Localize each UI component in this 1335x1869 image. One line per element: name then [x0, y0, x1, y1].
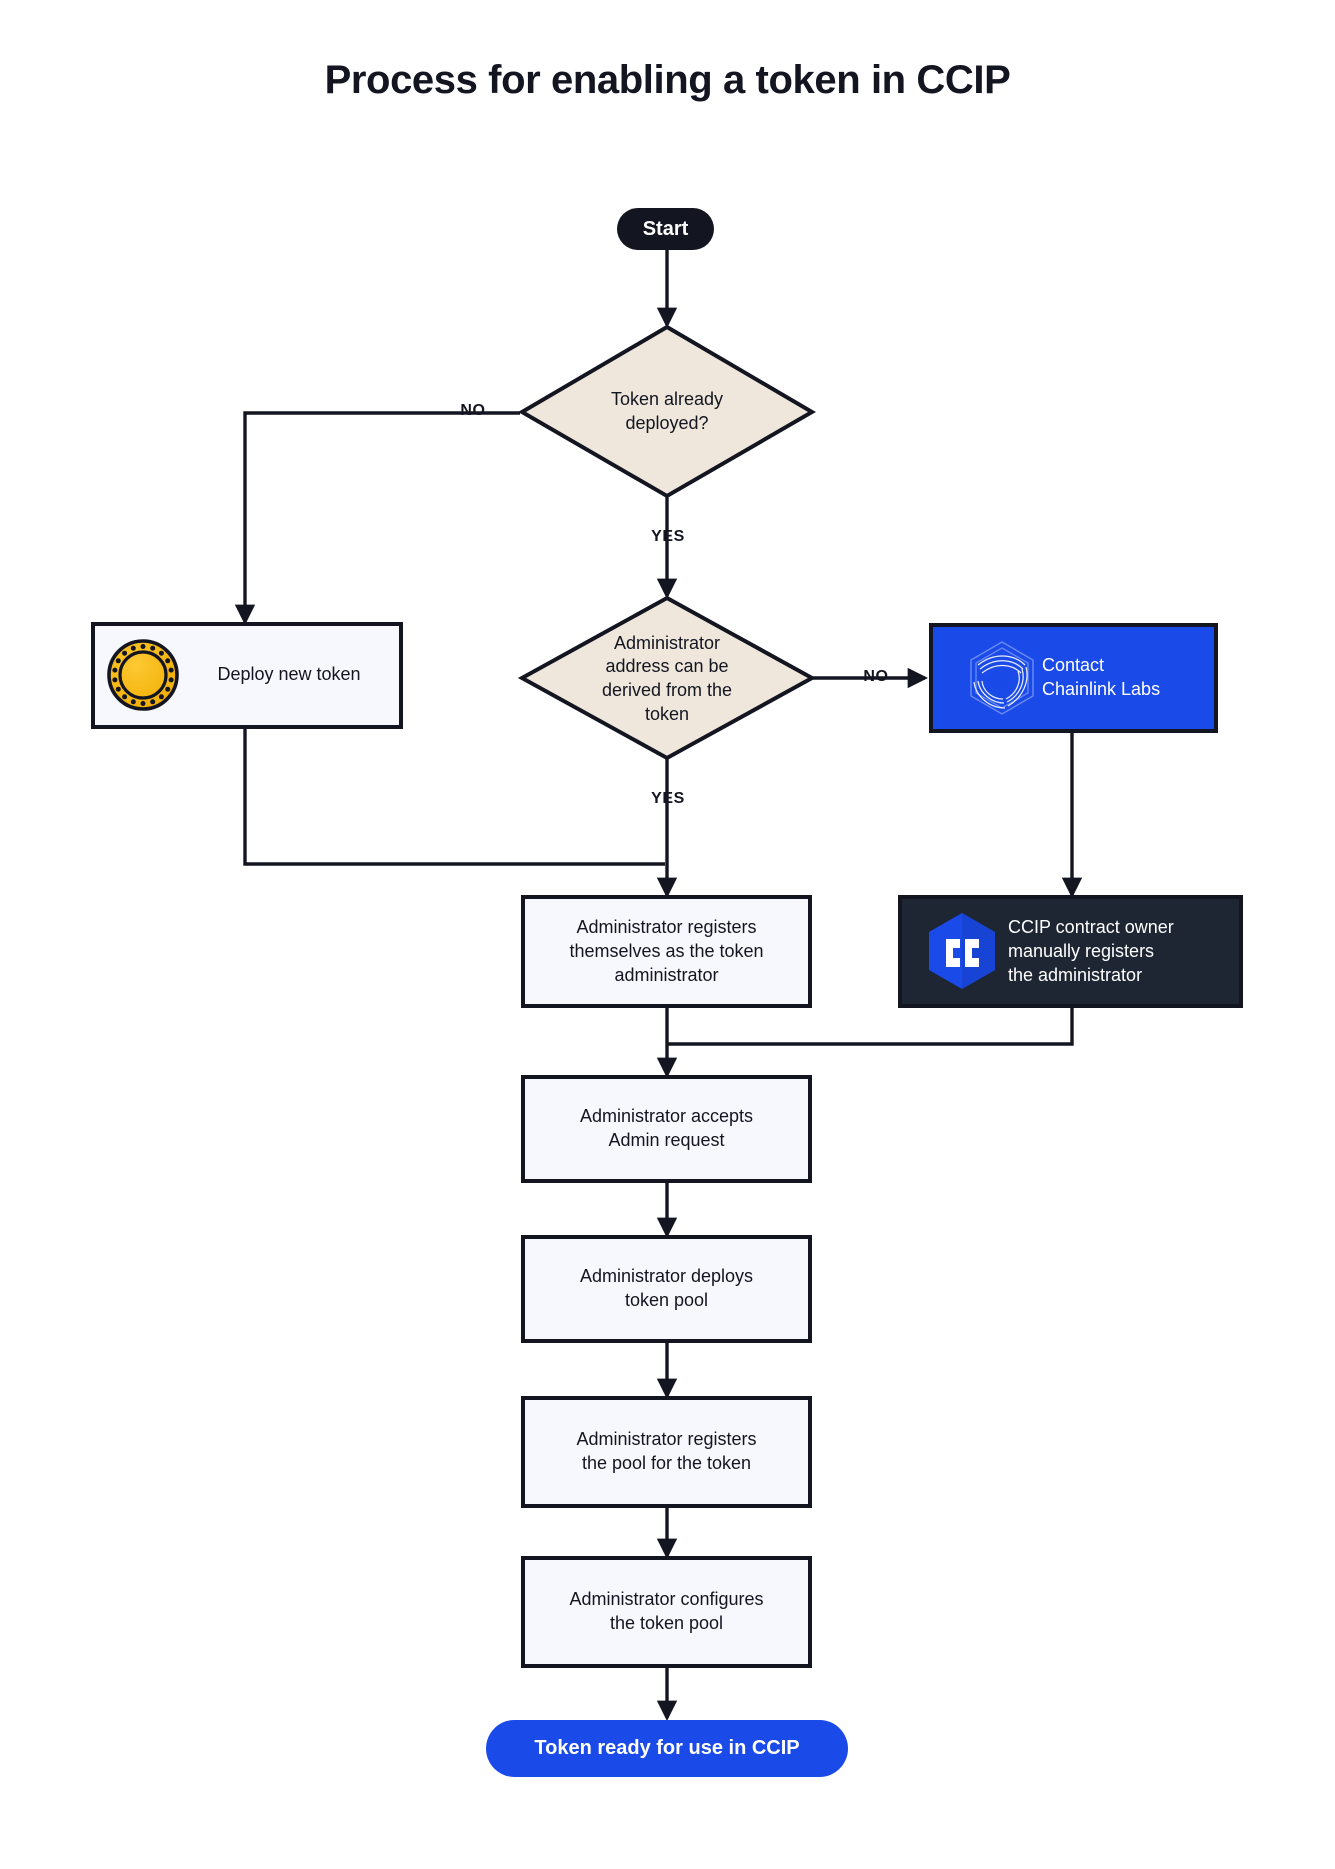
- admin-deploys-pool-shape: [521, 1235, 812, 1343]
- edge-label-no-admin-derived: NO: [845, 668, 907, 686]
- edge-label-yes-admin-derived: YES: [637, 790, 699, 808]
- edge-deploy-to-admin-registers: [243, 729, 665, 866]
- edge-label-yes-token-deployed-text: YES: [651, 528, 685, 545]
- page-title: Process for enabling a token in CCIP: [324, 58, 1011, 102]
- ccip-logo-icon: [929, 913, 995, 989]
- edge-label-yes-token-deployed: YES: [637, 528, 699, 546]
- edge-label-no-admin-derived-text: NO: [863, 668, 889, 685]
- connector-group: [234, 250, 1083, 1722]
- admin-configures-pool-shape: [521, 1556, 812, 1668]
- edge-label-no-token-deployed-text: NO: [460, 402, 486, 419]
- edge-ccip-to-admin-accepts: [667, 1006, 1074, 1046]
- admin-registers-self-shape: [521, 895, 812, 1008]
- edge-label-no-token-deployed: NO: [442, 402, 504, 420]
- admin-registers-pool-shape: [521, 1396, 812, 1508]
- edge-decision1-no: [234, 411, 520, 626]
- edge-label-yes-admin-derived-text: YES: [651, 790, 685, 807]
- gold-coin-icon: [107, 639, 179, 711]
- admin-accepts-request-shape: [521, 1075, 812, 1183]
- decision-admin-derived-shape: [517, 595, 817, 761]
- decision-token-deployed-shape: [518, 324, 816, 499]
- chainlink-logo-icon: [970, 641, 1034, 715]
- start-pill-shape: [617, 208, 714, 250]
- end-pill-shape: [486, 1720, 848, 1777]
- contact-chainlink-labs-shape: [929, 623, 1218, 733]
